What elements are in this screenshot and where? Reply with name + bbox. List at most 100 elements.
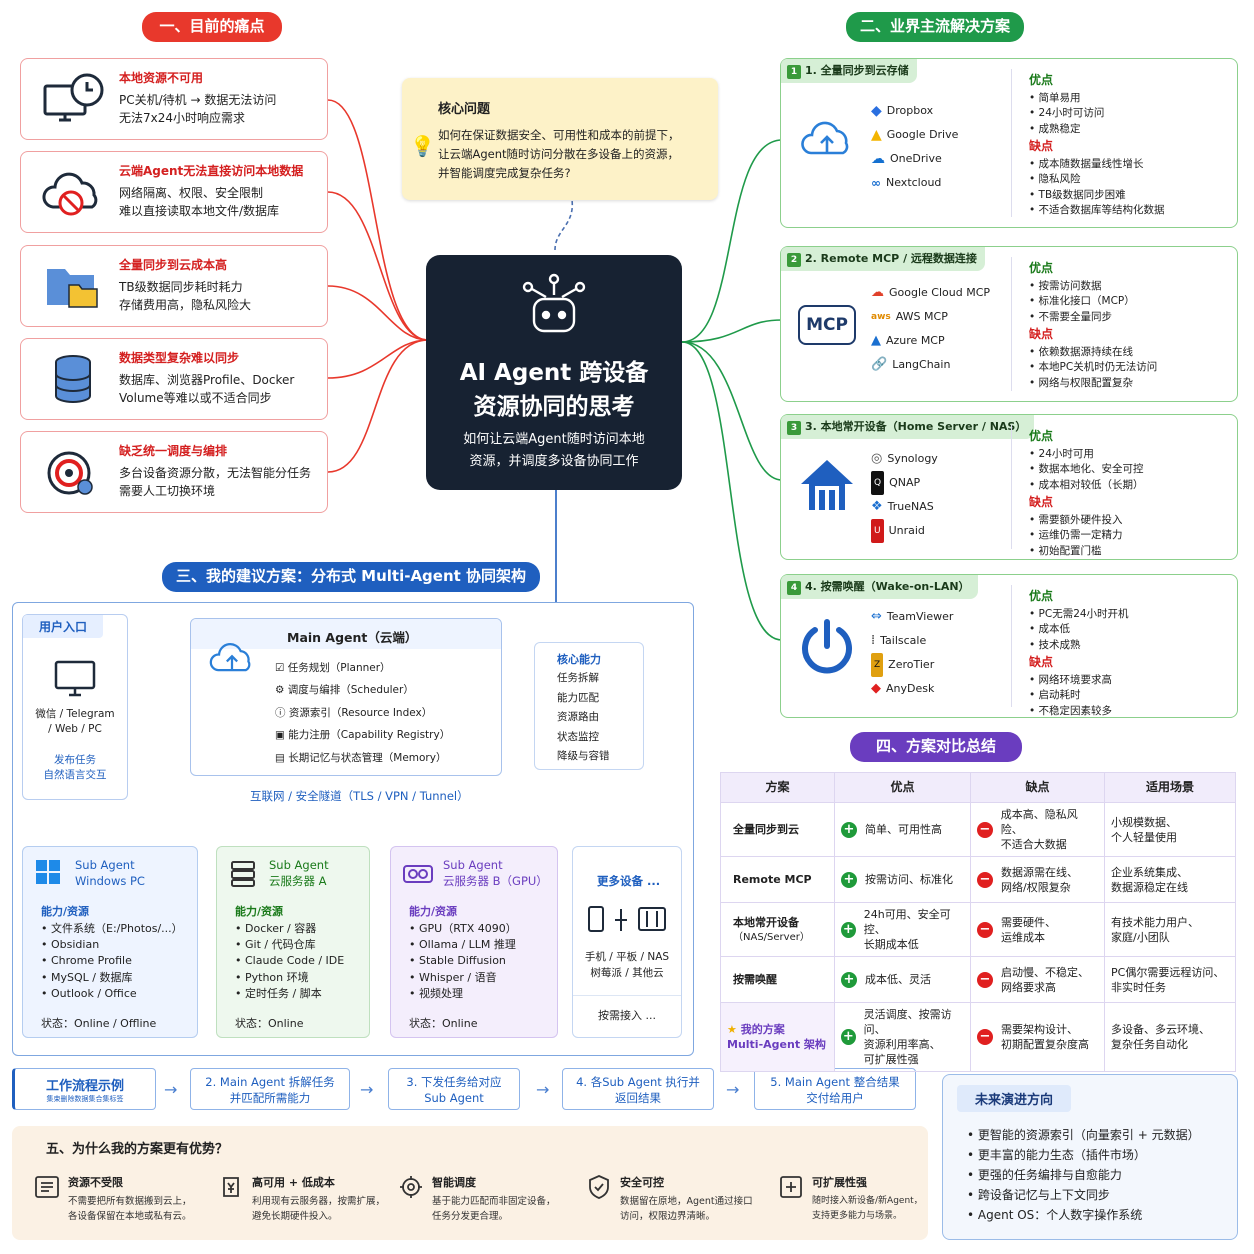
robot-icon (518, 273, 590, 340)
advantage-title: 安全可控 (620, 1176, 664, 1189)
advantage-desc: 任务分发更合理。 (432, 1211, 509, 1222)
provider-synology: ◎Synology (871, 447, 938, 471)
provider-langchain: 🔗LangChain (871, 353, 990, 377)
more-devices-box: 更多设备 ... 手机 / 平板 / NAS 树莓派 / 其他云 按需接入 ..… (572, 846, 682, 1038)
pros-label: 优点 (1029, 73, 1054, 87)
workflow-step-5: 5. Main Agent 整合结果交付给用户 (754, 1068, 916, 1110)
advantage-item: 安全可控 数据留在原地，Agent通过接口访问，权限边界清晰。 (586, 1174, 766, 1224)
provider-anydesk: ◆AnyDesk (871, 677, 953, 701)
core-capability-item: 能力匹配 (557, 691, 599, 704)
table-header: 适用场景 (1104, 772, 1236, 803)
gear-icon (400, 1176, 422, 1198)
section-title-solutions: 二、业界主流解决方案 (846, 12, 1024, 42)
cons-item: 隐私风险 (1029, 172, 1165, 188)
pain-desc-line: 数据库、浏览器Profile、Docker (119, 373, 295, 387)
sub-agent-cap-label: 能力/资源 (409, 905, 458, 918)
provider-google-cloud: ☁Google Cloud MCP (871, 281, 990, 305)
sub-agent-resource: Ollama / LLM 推理 (409, 937, 517, 953)
sub-agent-resource: Whisper / 语音 (409, 970, 517, 986)
table-row: 全量同步到云 +简单、可用性高 −成本高、隐私风险、不适合大数据 小规模数据、个… (720, 802, 1236, 857)
core-question-title: 核心问题 (438, 102, 491, 117)
core-capability-item: 状态监控 (557, 730, 599, 743)
row-use: 非实时任务 (1111, 980, 1166, 994)
solution-title: 4. 按需唤醒（Wake-on-LAN） (805, 580, 970, 593)
network-label: 互联网 / 安全隧道（TLS / VPN / Tunnel） (250, 789, 469, 803)
central-subtitle-line: 资源，并调度多设备协同工作 (469, 454, 639, 469)
dropbox-icon: ◆ (871, 103, 882, 119)
sub-agent-resource: 文件系统（E:/Photos/...） (41, 921, 183, 937)
expand-icon (780, 1176, 802, 1198)
pros-item: 标准化接口（MCP） (1029, 294, 1157, 310)
cons-item: 需要额外硬件投入 (1029, 513, 1144, 529)
core-capabilities-title: 核心能力 (557, 653, 601, 666)
core-capability-item: 任务拆解 (557, 672, 599, 684)
solution-number: 1 (787, 65, 801, 79)
row-name: 我的方案 (740, 1023, 785, 1036)
table-row: 按需唤醒 +成本低、灵活 −启动慢、不稳定、网络要求高 PC偶尔需要远程访问、非… (720, 956, 1236, 1003)
future-item: • 跨设备记忆与上下文同步 (967, 1188, 1110, 1202)
star-icon: ★ (727, 1023, 737, 1036)
central-topic: AI Agent 跨设备 资源协同的思考 如何让云端Agent随时访问本地 资源… (426, 255, 682, 490)
cons-item: 网络环境要求高 (1029, 673, 1129, 689)
advantage-desc: 避免长期硬件投入。 (252, 1211, 338, 1222)
target-gear-icon (33, 442, 115, 504)
database-icon (33, 349, 115, 411)
sub-agent-title: Sub Agent (443, 858, 503, 872)
advantage-desc: 随时接入新设备/新Agent， (812, 1196, 923, 1206)
user-entry-box: 用户入口 微信 / Telegram / Web / PC 发布任务 自然语言交… (22, 614, 128, 800)
anydesk-icon: ◆ (871, 681, 881, 696)
main-item-scheduler: ⚙ 调度与编排（Scheduler） (275, 684, 414, 697)
user-entry-title: 用户入口 (23, 615, 104, 638)
sub-agent-resource: GPU（RTX 4090） (409, 921, 517, 937)
entry-devices: / Web / PC (48, 723, 102, 735)
sub-agent-resource: MySQL / 数据库 (41, 970, 183, 986)
row-con: 运维成本 (1001, 930, 1045, 944)
arrow-right-icon: → (360, 1080, 374, 1099)
workflow-step-2: 2. Main Agent 拆解任务并匹配所需能力 (190, 1068, 350, 1110)
row-pro: 简单、可用性高 (865, 823, 942, 836)
windows-icon (35, 859, 61, 888)
central-subtitle-line: 如何让云端Agent随时访问本地 (463, 432, 645, 447)
pros-item: 按需访问数据 (1029, 279, 1157, 295)
provider-truenas: ❖TrueNAS (871, 495, 938, 519)
future-item: • Agent OS：个人数字操作系统 (967, 1208, 1143, 1222)
pain-desc-line: 网络隔离、权限、安全限制 (119, 186, 264, 200)
pain-card-sync-cost: 全量同步到云成本高 TB级数据同步耗时耗力存储费用高，隐私风险大 (20, 245, 328, 327)
sub-agent-resource: Chrome Profile (41, 953, 183, 969)
pros-item: 技术成熟 (1029, 638, 1129, 654)
plus-icon: + (841, 871, 857, 888)
arrow-right-icon: → (164, 1080, 178, 1099)
row-con: 网络要求高 (1001, 980, 1056, 994)
google-cloud-icon: ☁ (871, 285, 884, 300)
row-name: 全量同步到云 (733, 823, 799, 836)
row-use: 企业系统集成、 (1111, 865, 1188, 879)
devices-icon (585, 905, 669, 938)
advantage-title: 智能调度 (432, 1176, 476, 1189)
row-use: 复杂任务自动化 (1111, 1038, 1188, 1051)
central-title-line2: 资源协同的思考 (473, 394, 635, 420)
sub-agent-resource: Obsidian (41, 937, 183, 953)
core-capability-item: 降级与容错 (557, 750, 610, 762)
teamviewer-icon: ⇔ (871, 609, 882, 624)
solution-title: 3. 本地常开设备（Home Server / NAS） (805, 420, 1027, 433)
provider-nextcloud: ∞Nextcloud (871, 171, 958, 195)
cloud-upload-icon (797, 109, 857, 169)
plus-icon: + (841, 1029, 856, 1045)
sub-agent-host: 云服务器 A (269, 874, 327, 888)
pain-desc-line: 多台设备资源分散，无法智能分任务 (119, 466, 312, 480)
cons-item: 运维仍需一定精力 (1029, 528, 1144, 544)
share-icon: ⚙ (275, 684, 285, 697)
sub-agent-resource: 定时任务 / 脚本 (235, 986, 344, 1002)
workflow-step-4: 4. 各Sub Agent 执行并返回结果 (562, 1068, 714, 1110)
row-use: 个人轻量使用 (1111, 830, 1177, 844)
tailscale-icon: ⁞ (871, 633, 876, 648)
pros-item: 简单易用 (1029, 91, 1165, 107)
row-con: 需要架构设计、 (1001, 1023, 1078, 1036)
row-pro: 资源利用率高、 (863, 1038, 941, 1051)
cons-item: TB级数据同步困难 (1029, 188, 1165, 204)
